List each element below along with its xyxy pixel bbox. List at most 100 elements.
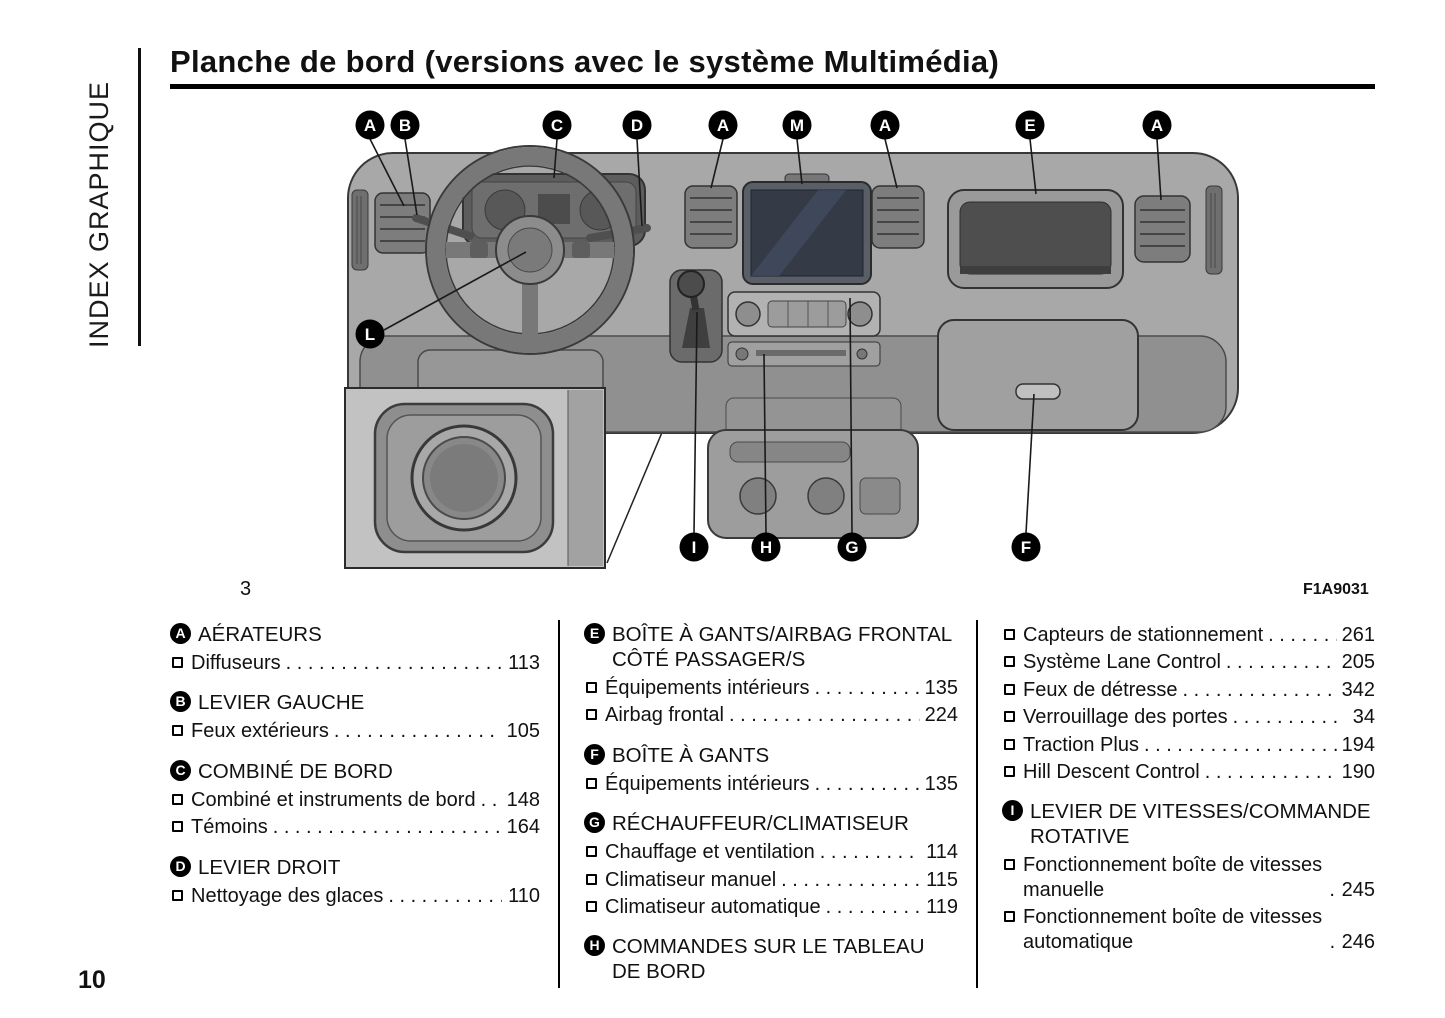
entry-label: Airbag frontal [605, 704, 724, 727]
square-bullet-icon [586, 682, 597, 693]
section-letter-badge: D [170, 855, 191, 877]
index-entry: Fonctionnement boîte de vitesses manuell… [1002, 853, 1375, 902]
index-column-1: A AÉRATEURS Diffuseurs 113 B LEVIER GAUC… [170, 620, 558, 988]
entry-label: Nettoyage des glaces [191, 884, 384, 907]
callout-letter: C [551, 116, 563, 135]
dot-leader [1221, 650, 1337, 674]
square-bullet-icon [172, 793, 183, 805]
index-entry: Diffuseurs 113 [170, 651, 540, 675]
callout-leader-lines [369, 138, 1162, 534]
section-title: COMMANDES SUR LE TABLEAU DE BORD [612, 935, 925, 984]
entry-page: 194 [1341, 733, 1375, 756]
square-bullet-icon [1004, 629, 1015, 640]
square-bullet-icon [172, 657, 183, 668]
index-entry: Système Lane Control 205 [1002, 650, 1375, 674]
entry-page: 135 [924, 772, 958, 795]
index-section-levier-vitesses: I LEVIER DE VITESSES/COMMANDE ROTATIVE F… [1002, 799, 1375, 954]
entry-label: Chauffage et ventilation [605, 841, 815, 864]
entry-page: 105 [506, 720, 540, 743]
index-section-boite-gants-airbag: E BOÎTE À GANTS/AIRBAG FRONTAL CÔTÉ PASS… [584, 622, 958, 728]
callout-a-center-left-vent: A [708, 110, 738, 140]
callout-letter: G [845, 538, 858, 557]
callout-letter: A [364, 116, 376, 135]
entry-page: 261 [1341, 624, 1375, 646]
dot-leader [1200, 760, 1337, 784]
index-entry: Chauffage et ventilation 114 [584, 840, 958, 864]
callout-e-glovebox-airbag: E [1015, 110, 1045, 140]
entry-page: 115 [926, 868, 958, 891]
dot-leader [810, 676, 920, 700]
callout-letter: A [1151, 116, 1163, 135]
index-column-3: Capteurs de stationnement 261 Système La… [976, 620, 1375, 989]
callout-h-dash-controls: H [751, 532, 781, 562]
inset-detail-box [344, 387, 606, 569]
callout-letter: E [1024, 116, 1035, 135]
section-letter-badge: H [584, 935, 605, 957]
entry-label: Climatiseur automatique [605, 895, 821, 918]
callout-letter: B [399, 116, 411, 135]
dot-leader [1324, 878, 1337, 902]
square-bullet-icon [1004, 683, 1015, 695]
entry-page: 205 [1341, 651, 1375, 674]
section-heading: H COMMANDES SUR LE TABLEAU DE BORD [584, 934, 958, 984]
index-entry: Combiné et instruments de bord 148 [170, 788, 540, 812]
section-letter-badge: A [170, 623, 191, 644]
entry-page: 190 [1341, 760, 1375, 783]
center-right-air-vent [871, 185, 925, 249]
entry-label: Capteurs de stationnement [1023, 624, 1264, 646]
square-bullet-icon [1004, 711, 1015, 723]
entry-label: Témoins [191, 816, 268, 839]
right-speaker-grille [1205, 185, 1223, 275]
section-letter-badge: C [170, 759, 191, 781]
callout-a-right-vent: A [1142, 110, 1172, 140]
callout-d-right-stalk: D [622, 110, 652, 140]
section-letter-badge: B [170, 691, 191, 713]
entry-page: 245 [1341, 878, 1375, 901]
square-bullet-icon [586, 846, 597, 858]
climate-control-panel [727, 291, 881, 337]
section-title: LEVIER GAUCHE [198, 691, 365, 715]
dot-leader [1325, 930, 1337, 954]
index-entry: Verrouillage des portes 34 [1002, 705, 1375, 729]
dot-leader [1139, 733, 1337, 757]
callout-letter: H [760, 538, 772, 557]
index-section-commandes: H COMMANDES SUR LE TABLEAU DE BORD [584, 934, 958, 984]
dot-leader [476, 788, 502, 812]
callout-f-glovebox: F [1011, 532, 1041, 562]
section-heading: F BOÎTE À GANTS [584, 743, 958, 768]
index-entry: Airbag frontal 224 [584, 703, 958, 727]
index-section-aerateurs: A AÉRATEURS Diffuseurs 113 [170, 622, 540, 675]
dot-leader [329, 719, 502, 743]
entry-label: Feux de détresse [1023, 678, 1178, 701]
right-air-vent [1134, 195, 1191, 263]
callout-a-left-vent: A [355, 110, 385, 140]
section-letter-badge: E [584, 623, 605, 644]
callout-g-climate: G [837, 532, 867, 562]
section-heading: B LEVIER GAUCHE [170, 690, 540, 715]
radio-panel [727, 341, 881, 367]
title-underline [170, 84, 1375, 89]
index-entry: Nettoyage des glaces 110 [170, 884, 540, 908]
square-bullet-icon [586, 900, 597, 912]
entry-page: 114 [926, 841, 958, 864]
section-title: LEVIER DE VITESSES/COMMANDE ROTATIVE [1030, 800, 1371, 849]
index-entry: Fonctionnement boîte de vitesses automat… [1002, 905, 1375, 954]
entry-page: 34 [1352, 706, 1375, 729]
square-bullet-icon [586, 873, 597, 885]
section-title: COMBINÉ DE BORD [198, 759, 393, 783]
gear-lever [669, 269, 723, 363]
index-section-levier-gauche: B LEVIER GAUCHE Feux extérieurs 105 [170, 690, 540, 743]
section-title: RÉCHAUFFEUR/CLIMATISEUR [612, 812, 909, 836]
dot-leader [1263, 623, 1337, 647]
index-section-misc: Capteurs de stationnement 261 Système La… [1002, 623, 1375, 784]
section-heading: E BOÎTE À GANTS/AIRBAG FRONTAL CÔTÉ PASS… [584, 622, 958, 672]
entry-label: Équipements intérieurs [605, 772, 810, 795]
section-heading: G RÉCHAUFFEUR/CLIMATISEUR [584, 811, 958, 836]
entry-label: Hill Descent Control [1023, 760, 1200, 783]
page-number: 10 [78, 966, 106, 994]
side-chapter-label: INDEX GRAPHIQUE [84, 80, 114, 348]
steering-wheel [425, 145, 635, 355]
index-column-2: E BOÎTE À GANTS/AIRBAG FRONTAL CÔTÉ PASS… [558, 620, 976, 989]
square-bullet-icon [1004, 765, 1015, 777]
entry-label: Traction Plus [1023, 733, 1139, 756]
